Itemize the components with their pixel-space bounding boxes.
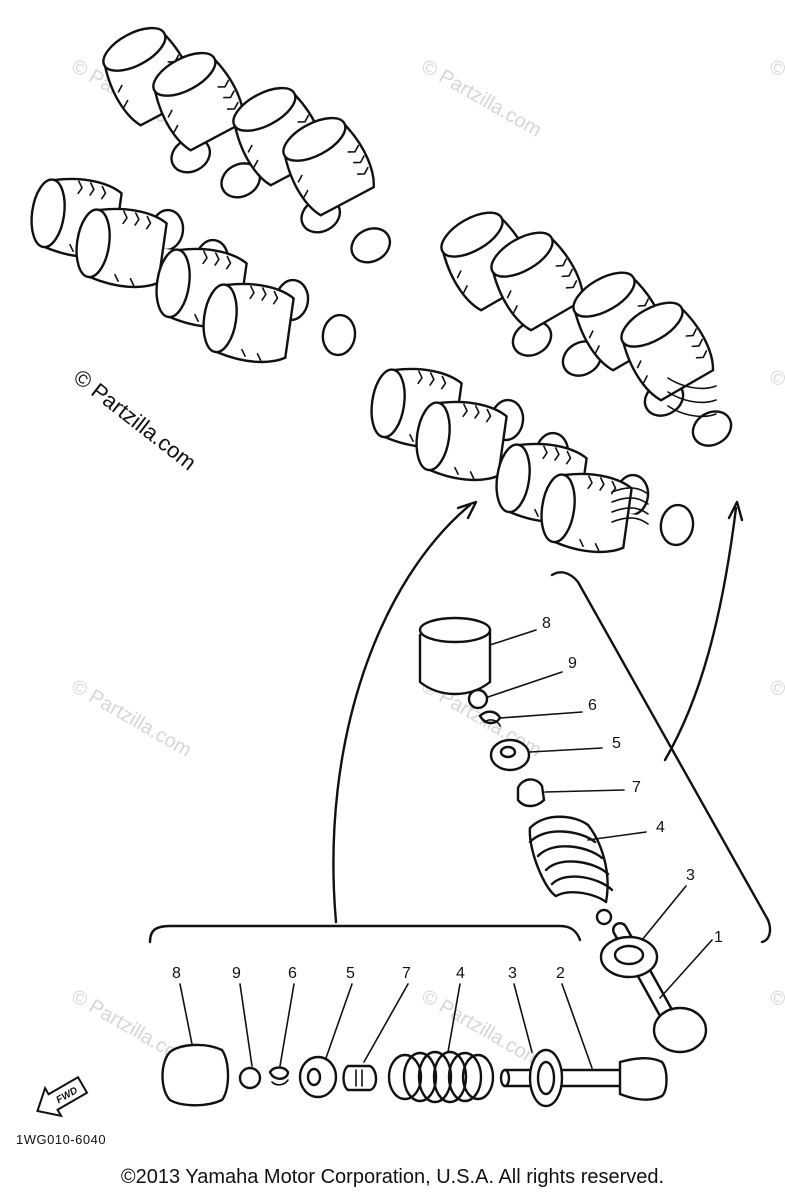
callouts-exploded: 8 9 6 5 7 4 3 2 bbox=[172, 965, 565, 982]
assembly-bracket bbox=[148, 500, 772, 944]
watermark-text: © Partzilla.com bbox=[418, 55, 546, 141]
watermark-text: © Partzilla.com bbox=[766, 985, 785, 1071]
valve-group-right bbox=[367, 202, 753, 566]
callout-label: 6 bbox=[588, 697, 597, 714]
callout-label: 4 bbox=[456, 965, 465, 982]
parts-row bbox=[161, 1043, 668, 1108]
leader-lines bbox=[179, 629, 713, 1069]
watermark-text: © Partzilla.com bbox=[69, 364, 201, 475]
callout-label: 9 bbox=[568, 655, 577, 672]
copyright-notice: ©2013 Yamaha Motor Corporation, U.S.A. A… bbox=[120, 1166, 665, 1188]
callout-label: 5 bbox=[612, 735, 621, 752]
callout-label: 6 bbox=[288, 965, 297, 982]
callout-label: 2 bbox=[556, 965, 565, 982]
callout-label: 1 bbox=[714, 929, 723, 946]
watermark-text: © Partzilla.com bbox=[766, 55, 785, 141]
forward-arrow-icon: FWD bbox=[36, 1075, 89, 1118]
callouts-assembly: 8 9 6 5 7 4 3 1 bbox=[542, 615, 723, 946]
watermarks: © Partzilla.com © Partzilla.com © Partzi… bbox=[68, 55, 785, 1071]
diagram-code: 1WG010-6040 bbox=[16, 1132, 106, 1147]
callout-label: 8 bbox=[542, 615, 551, 632]
callout-label: 7 bbox=[632, 779, 641, 796]
callout-label: 4 bbox=[656, 819, 665, 836]
callout-label: 3 bbox=[686, 867, 695, 884]
callout-label: 8 bbox=[172, 965, 181, 982]
watermark-text: © Partzilla.com bbox=[766, 365, 785, 451]
callout-label: 5 bbox=[346, 965, 355, 982]
watermark-text: © Partzilla.com bbox=[68, 675, 196, 761]
watermark-text: © Partzilla.com bbox=[766, 675, 785, 761]
callout-label: 9 bbox=[232, 965, 241, 982]
callout-label: 3 bbox=[508, 965, 517, 982]
callout-label: 7 bbox=[402, 965, 411, 982]
